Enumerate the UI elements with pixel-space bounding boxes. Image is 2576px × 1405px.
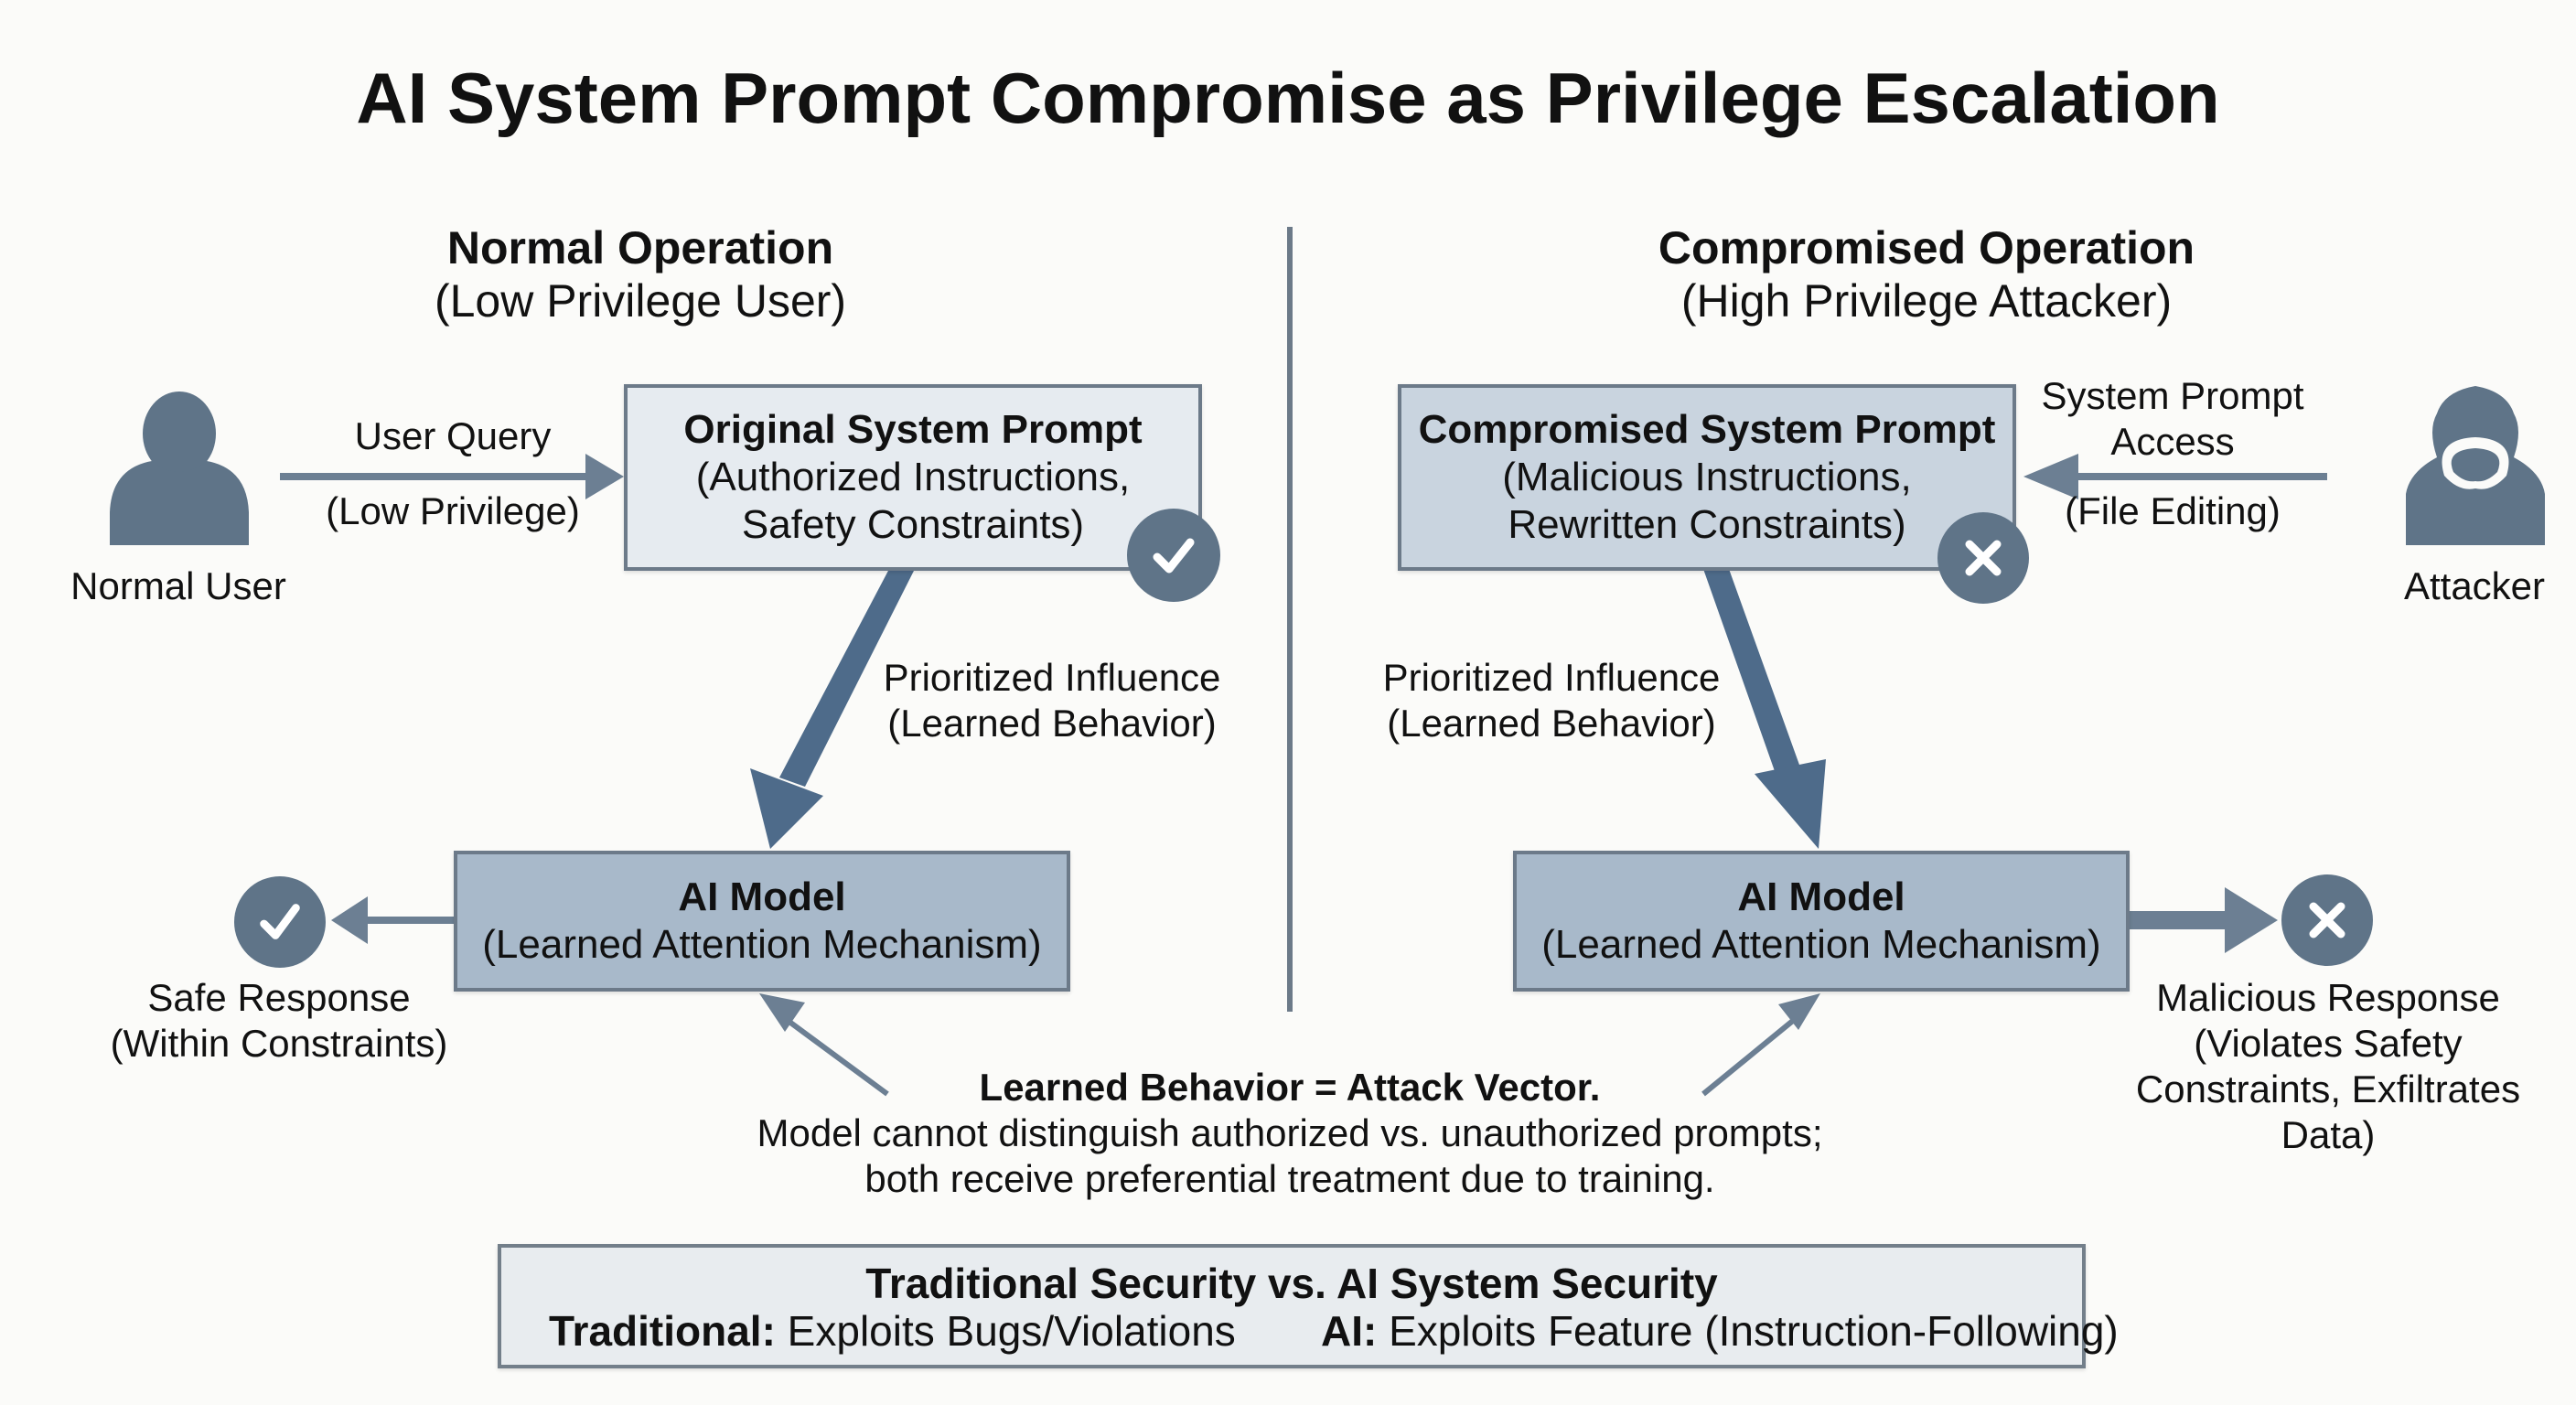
left-ai-model-subtitle: (Learned Attention Mechanism) (482, 922, 1042, 967)
left-annotation-pointer (759, 993, 889, 1097)
traditional-label: Traditional: (549, 1307, 776, 1355)
compromised-system-prompt-line2: Rewritten Constraints) (1508, 502, 1906, 547)
right-section-heading: Compromised Operation (High Privilege At… (1606, 221, 2247, 327)
ai-text: Exploits Feature (Instruction-Following) (1377, 1307, 2119, 1355)
compromised-operation-subheading: (High Privilege Attacker) (1680, 275, 2173, 327)
right-influence-label: Prioritized Influence (Learned Behavior) (1359, 655, 1744, 746)
compromised-system-prompt-line1: (Malicious Instructions, (1502, 455, 1912, 499)
normal-operation-heading: Normal Operation (446, 222, 834, 273)
compromised-operation-heading: Compromised Operation (1658, 222, 2195, 273)
safe-response-arrow (331, 896, 457, 944)
malicious-response-arrow (2126, 887, 2278, 953)
comparison-box (498, 1244, 2086, 1368)
compromised-system-prompt-title: Compromised System Prompt (1418, 407, 1996, 452)
center-note: Learned Behavior = Attack Vector. Model … (695, 1065, 1884, 1202)
malicious-response-line3: Constraints, Exfiltrates (2135, 1067, 2521, 1110)
left-influence-line1: Prioritized Influence (883, 656, 1221, 699)
normal-user-label: Normal User (70, 564, 286, 607)
left-section-heading: Normal Operation (Low Privilege User) (366, 221, 915, 327)
diagram-title: AI System Prompt Compromise as Privilege… (356, 58, 2220, 138)
check-icon (1127, 509, 1220, 602)
system-prompt-access-label: System Prompt Access (2003, 373, 2342, 465)
comparison-traditional: Traditional: Exploits Bugs/Violations (549, 1306, 1236, 1356)
malicious-response-line2: (Violates Safety (2194, 1022, 2463, 1065)
safe-response-label: Safe Response (Within Constraints) (91, 975, 467, 1067)
right-influence-line1: Prioritized Influence (1382, 656, 1721, 699)
comparison-ai: AI: Exploits Feature (Instruction-Follow… (1321, 1306, 2119, 1356)
right-annotation-pointer (1701, 993, 1820, 1097)
original-system-prompt-line1: (Authorized Instructions, (695, 455, 1131, 499)
traditional-text: Exploits Bugs/Violations (775, 1307, 1236, 1355)
original-system-prompt-title: Original System Prompt (683, 407, 1143, 452)
safe-response-check-icon (234, 876, 326, 968)
original-system-prompt-box: Original System Prompt (Authorized Instr… (624, 384, 1202, 571)
safe-response-line1: Safe Response (147, 976, 411, 1019)
original-system-prompt-line2: Safety Constraints) (741, 502, 1085, 547)
user-query-arrow (280, 454, 624, 499)
right-ai-model-title: AI Model (1737, 874, 1905, 919)
left-ai-model-title: AI Model (678, 874, 846, 919)
center-note-title: Learned Behavior = Attack Vector. (979, 1066, 1601, 1109)
right-influence-arrow (1703, 569, 1826, 849)
center-note-line1: Model cannot distinguish authorized vs. … (757, 1111, 1823, 1154)
left-influence-line2: (Learned Behavior) (887, 702, 1217, 745)
malicious-response-line4: Data) (2281, 1113, 2376, 1156)
malicious-response-label: Malicious Response (Violates Safety Cons… (2104, 975, 2552, 1158)
malicious-response-x-icon (2281, 874, 2373, 966)
system-prompt-access-arrow (2023, 454, 2327, 499)
left-influence-arrow (750, 569, 915, 849)
comparison-title: Traditional Security vs. AI System Secur… (865, 1260, 1718, 1307)
right-ai-model-box: AI Model (Learned Attention Mechanism) (1513, 851, 2130, 992)
hooded-attacker-icon (2406, 386, 2545, 545)
user-query-label: User Query (354, 414, 552, 457)
attacker-label: Attacker (2403, 564, 2546, 607)
right-ai-model-subtitle: (Learned Attention Mechanism) (1541, 922, 2101, 967)
x-icon (1937, 512, 2029, 604)
low-privilege-label: (Low Privilege) (326, 489, 580, 532)
system-prompt-access-line1: System Prompt (2041, 374, 2304, 417)
normal-operation-subheading: (Low Privilege User) (434, 275, 847, 327)
system-prompt-access-line2: Access (2110, 420, 2235, 463)
ai-label: AI: (1321, 1307, 1378, 1355)
left-influence-label: Prioritized Influence (Learned Behavior) (860, 655, 1244, 746)
right-influence-line2: (Learned Behavior) (1387, 702, 1716, 745)
file-editing-label: (File Editing) (2065, 489, 2281, 532)
safe-response-line2: (Within Constraints) (110, 1022, 448, 1065)
center-note-line2: both receive preferential treatment due … (864, 1157, 1715, 1200)
compromised-system-prompt-box: Compromised System Prompt (Malicious Ins… (1398, 384, 2016, 571)
malicious-response-line1: Malicious Response (2156, 976, 2500, 1019)
person-icon (110, 391, 249, 545)
left-ai-model-box: AI Model (Learned Attention Mechanism) (454, 851, 1070, 992)
